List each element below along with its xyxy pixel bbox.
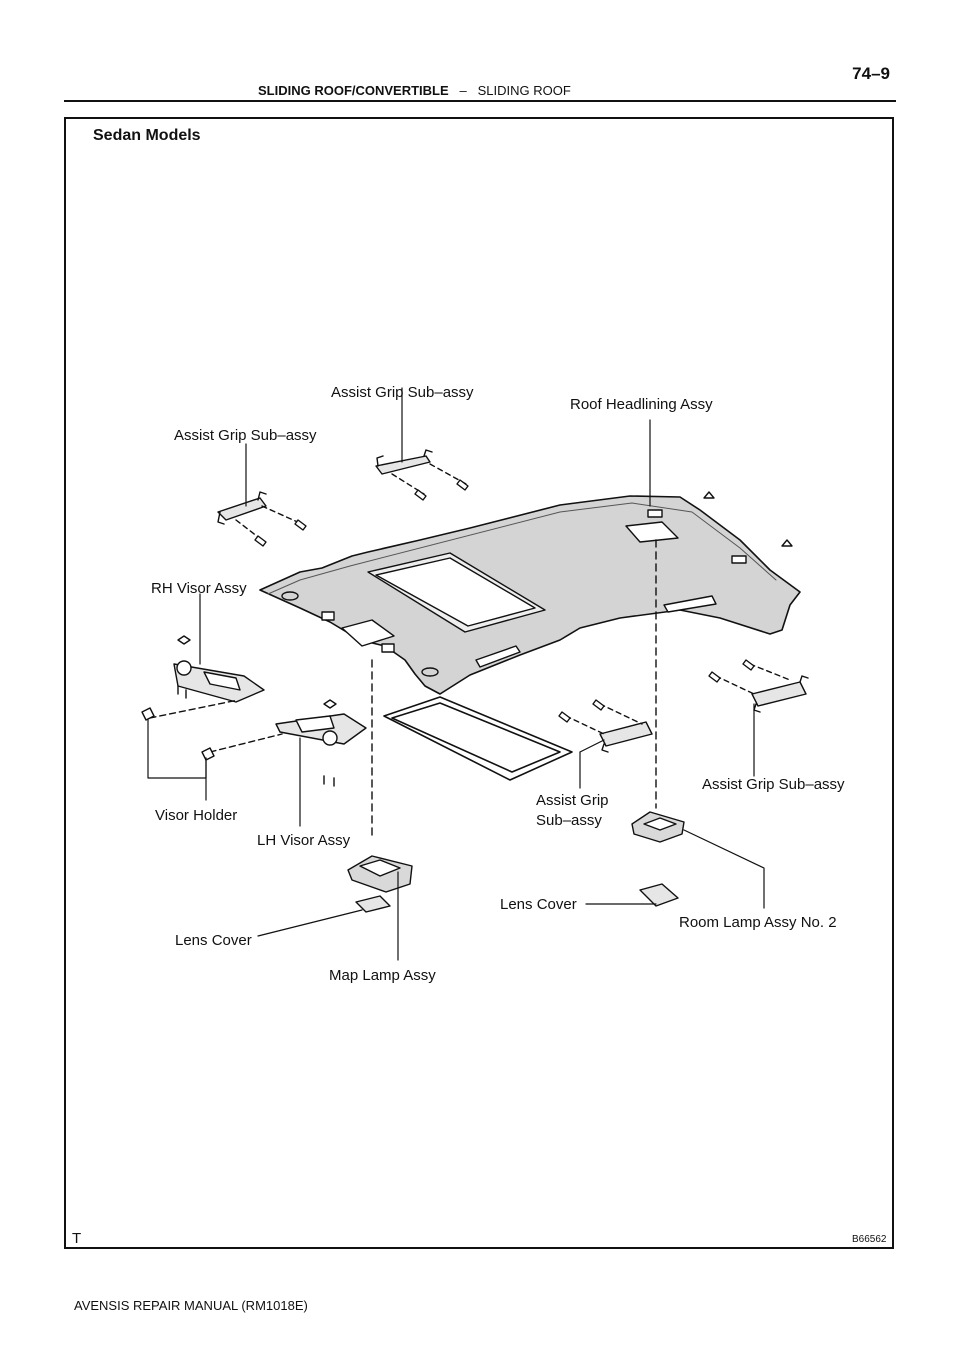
header-rule (64, 100, 896, 102)
label-map-lamp: Map Lamp Assy (329, 967, 436, 984)
lh-visor-drawing (201, 699, 367, 787)
label-lh-visor: LH Visor Assy (257, 832, 351, 849)
corner-mark: T (72, 1230, 82, 1247)
assist-grip-lower-drawing (558, 699, 653, 753)
map-lamp-drawing (347, 855, 413, 913)
subsection-title: SLIDING ROOF (477, 83, 571, 98)
leader-lines (147, 387, 765, 961)
figure-subtitle: Sedan Models (93, 127, 201, 144)
figure-code: B66562 (852, 1234, 887, 1245)
label-assist-grip-lower-line1: Assist Grip (536, 792, 609, 809)
assist-grip-left-drawing (217, 491, 307, 547)
label-roof-headlining: Roof Headlining Assy (570, 396, 713, 413)
label-room-lamp: Room Lamp Assy No. 2 (679, 914, 837, 931)
label-assist-grip-center: Assist Grip Sub–assy (331, 384, 474, 401)
figure-frame (64, 117, 894, 1249)
page-number: 74–9 (852, 64, 890, 83)
room-lamp-drawing (631, 811, 685, 907)
label-lens-cover-left: Lens Cover (175, 932, 252, 949)
running-header: SLIDING ROOF/CONVERTIBLE – SLIDING ROOF (258, 83, 571, 98)
assist-grip-right-drawing (708, 659, 809, 713)
label-assist-grip-left: Assist Grip Sub–assy (174, 427, 317, 444)
label-visor-holder: Visor Holder (155, 807, 238, 824)
label-lens-cover-right: Lens Cover (500, 896, 577, 913)
label-assist-grip-lower-line2: Sub–assy (536, 812, 602, 829)
header-separator: – (459, 83, 467, 98)
section-title: SLIDING ROOF/CONVERTIBLE (258, 83, 449, 98)
label-assist-grip-right: Assist Grip Sub–assy (702, 776, 845, 793)
roof-headlining-drawing (259, 491, 801, 695)
assist-grip-center-drawing (375, 449, 469, 501)
label-rh-visor: RH Visor Assy (151, 580, 247, 597)
sunroof-seal-drawing (383, 696, 573, 781)
manual-footer: AVENSIS REPAIR MANUAL (RM1018E) (74, 1298, 308, 1313)
rh-visor-drawing (141, 635, 265, 721)
